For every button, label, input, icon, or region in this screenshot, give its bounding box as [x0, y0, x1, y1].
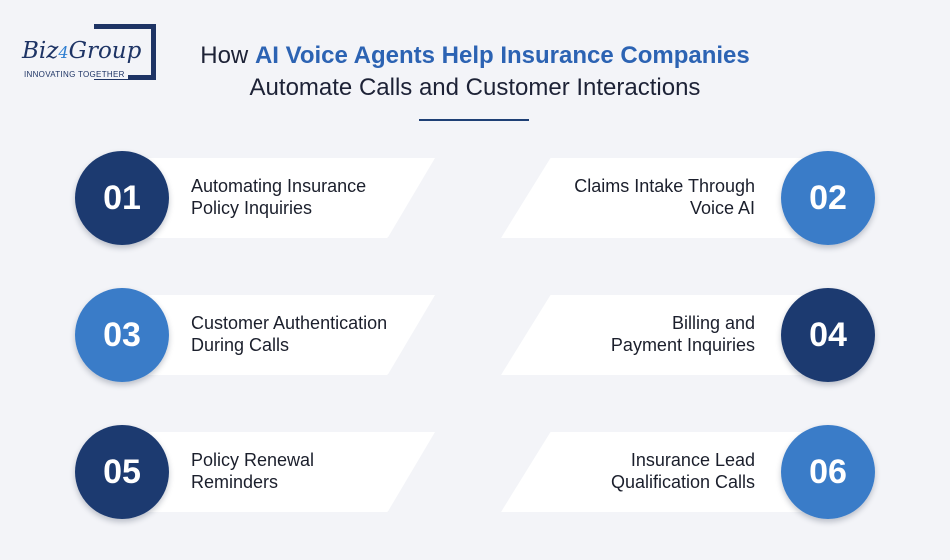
title-underline: [419, 119, 529, 121]
page-title: How AI Voice Agents Help Insurance Compa…: [0, 40, 950, 104]
number-badge: 01: [75, 151, 169, 245]
logo-tagline: INNOVATING TOGETHER: [24, 70, 128, 79]
title-line-1: How AI Voice Agents Help Insurance Compa…: [0, 40, 950, 72]
card-shape: [501, 158, 831, 238]
card-shape: [119, 158, 435, 238]
title-prefix: How: [200, 42, 255, 69]
card-shape: [501, 432, 831, 512]
number-badge: 06: [781, 425, 875, 519]
card-shape: [119, 432, 435, 512]
number-badge: 05: [75, 425, 169, 519]
title-highlight: AI Voice Agents Help Insurance Companies: [254, 42, 750, 69]
card-shape: [501, 295, 831, 375]
bizgroup-logo: Biz4Group INNOVATING TOGETHER: [18, 24, 158, 86]
number-badge: 04: [781, 288, 875, 382]
card-shape: [119, 295, 435, 375]
number-badge: 02: [781, 151, 875, 245]
title-line-2: Automate Calls and Customer Interactions: [249, 74, 701, 101]
logo-wordmark: Biz4Group: [22, 38, 146, 64]
number-badge: 03: [75, 288, 169, 382]
